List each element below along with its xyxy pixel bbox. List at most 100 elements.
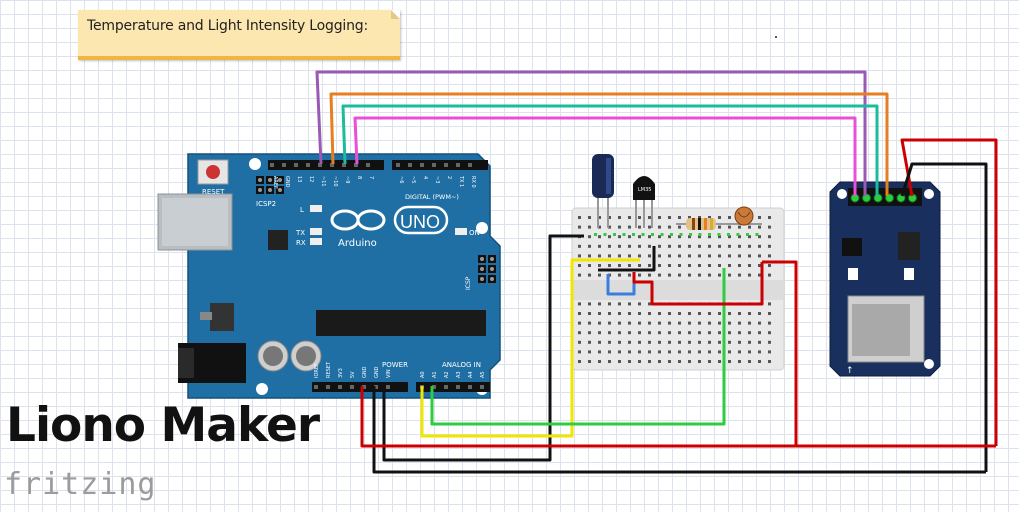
pin-a1 bbox=[432, 385, 436, 389]
pin-5 bbox=[408, 163, 412, 167]
pin-aref bbox=[270, 163, 274, 167]
power-label: POWER bbox=[382, 361, 408, 369]
brand-title: Liono Maker bbox=[6, 398, 320, 453]
pin-label: A0 bbox=[420, 371, 426, 378]
pin-label: A3 bbox=[456, 371, 462, 378]
icsp2-header bbox=[256, 176, 284, 194]
pin-9 bbox=[342, 163, 346, 167]
pin-label: A1 bbox=[432, 371, 438, 378]
pin-3 bbox=[432, 163, 436, 167]
pin-tx1 bbox=[456, 163, 460, 167]
pin-7 bbox=[366, 163, 370, 167]
pin-label: RX 0 bbox=[470, 176, 476, 188]
pin-label: ~5 bbox=[410, 176, 416, 183]
wire-cyan bbox=[341, 104, 879, 196]
wire-red-bb2 bbox=[632, 262, 764, 306]
pin-label: IOREF bbox=[314, 363, 320, 378]
pin-label: 13 bbox=[296, 176, 302, 182]
pin-label: GND bbox=[284, 176, 290, 188]
pin-a2 bbox=[444, 385, 448, 389]
fritzing-logo: fritzing bbox=[4, 467, 157, 502]
icsp-label: ICSP bbox=[465, 276, 472, 290]
analog-label: ANALOG IN bbox=[442, 361, 481, 369]
wire-orange bbox=[329, 92, 889, 196]
pin-label: 7 bbox=[368, 176, 374, 179]
pin-12 bbox=[306, 163, 310, 167]
pin-6 bbox=[396, 163, 400, 167]
icsp-header bbox=[478, 255, 496, 283]
arduino-brand-text: Arduino bbox=[338, 238, 377, 249]
wires bbox=[315, 70, 998, 474]
pin-5v bbox=[350, 385, 354, 389]
pin-label: ~11 bbox=[320, 176, 326, 187]
pin-3v3 bbox=[338, 385, 342, 389]
pin-label: TX 1 bbox=[458, 175, 464, 187]
pin-ioref bbox=[314, 385, 318, 389]
pin-label: 5V bbox=[350, 371, 356, 378]
pin-label: GND bbox=[374, 366, 380, 378]
rx-label: RX bbox=[296, 239, 306, 247]
pin-label: 12 bbox=[308, 176, 314, 182]
pin-11 bbox=[318, 163, 322, 167]
pin-label: GND bbox=[362, 366, 368, 378]
icsp2-label: ICSP2 bbox=[256, 200, 276, 208]
pin-a3 bbox=[456, 385, 460, 389]
digital-label: DIGITAL (PWM~) bbox=[405, 193, 459, 201]
wire-magenta bbox=[353, 116, 857, 196]
pin-a4 bbox=[468, 385, 472, 389]
pin-label: ~9 bbox=[344, 176, 350, 183]
pin-reset bbox=[326, 385, 330, 389]
pin-label: A4 bbox=[468, 371, 474, 378]
pin-label: 3V3 bbox=[338, 368, 344, 378]
l-led-label: L bbox=[300, 206, 304, 214]
wire-yellow-a0 bbox=[420, 258, 640, 438]
stray-dot bbox=[775, 36, 777, 38]
lm35-label: LM35 bbox=[638, 187, 651, 193]
arduino-logo: UNO Arduino bbox=[330, 205, 449, 249]
capacitor bbox=[592, 154, 614, 228]
reset-dot bbox=[206, 165, 220, 179]
pin-vin bbox=[386, 385, 390, 389]
pin-13 bbox=[294, 163, 298, 167]
wire-black-gnd2 bbox=[382, 234, 584, 462]
pin-gnd bbox=[282, 163, 286, 167]
resistor bbox=[676, 218, 726, 230]
pin-label: ~3 bbox=[434, 176, 440, 183]
pin-4 bbox=[420, 163, 424, 167]
note-text: Temperature and Light Intensity Logging: bbox=[87, 18, 368, 34]
pin-10 bbox=[330, 163, 334, 167]
sd-card-module: ↑ bbox=[829, 181, 941, 377]
lm35-sensor: LM35 bbox=[633, 176, 655, 228]
wire-black-sd bbox=[900, 162, 988, 472]
wire-black-gnd1 bbox=[372, 386, 986, 474]
wire-blue-bb bbox=[606, 274, 636, 296]
photoresistor bbox=[726, 206, 762, 226]
reset-label: RESET bbox=[202, 188, 225, 196]
on-label: ON bbox=[469, 229, 480, 237]
breadboard bbox=[571, 207, 785, 371]
uno-logo-text: UNO bbox=[400, 212, 440, 232]
wire-black-bb bbox=[598, 246, 656, 272]
svg-text:↑: ↑ bbox=[846, 366, 854, 376]
pin-2 bbox=[444, 163, 448, 167]
atmega-chip bbox=[316, 310, 486, 336]
pin-label: A5 bbox=[480, 371, 486, 378]
pin-label: AREF bbox=[272, 176, 278, 189]
pin-gnd bbox=[374, 385, 378, 389]
pin-rx0 bbox=[468, 163, 472, 167]
title-note: Temperature and Light Intensity Logging: bbox=[78, 10, 400, 60]
pin-label: 2 bbox=[446, 176, 452, 179]
pin-a5 bbox=[480, 385, 484, 389]
pin-label: VIN bbox=[386, 369, 392, 378]
pin-label: A2 bbox=[444, 371, 450, 378]
reset-button[interactable] bbox=[197, 159, 229, 185]
tx-label: TX bbox=[295, 229, 305, 237]
pin-gnd bbox=[362, 385, 366, 389]
wire-green-a1 bbox=[430, 268, 726, 426]
pin-label: RESET bbox=[326, 361, 332, 378]
pin-label: ~10 bbox=[332, 176, 338, 187]
pin-label: 4 bbox=[422, 176, 428, 179]
